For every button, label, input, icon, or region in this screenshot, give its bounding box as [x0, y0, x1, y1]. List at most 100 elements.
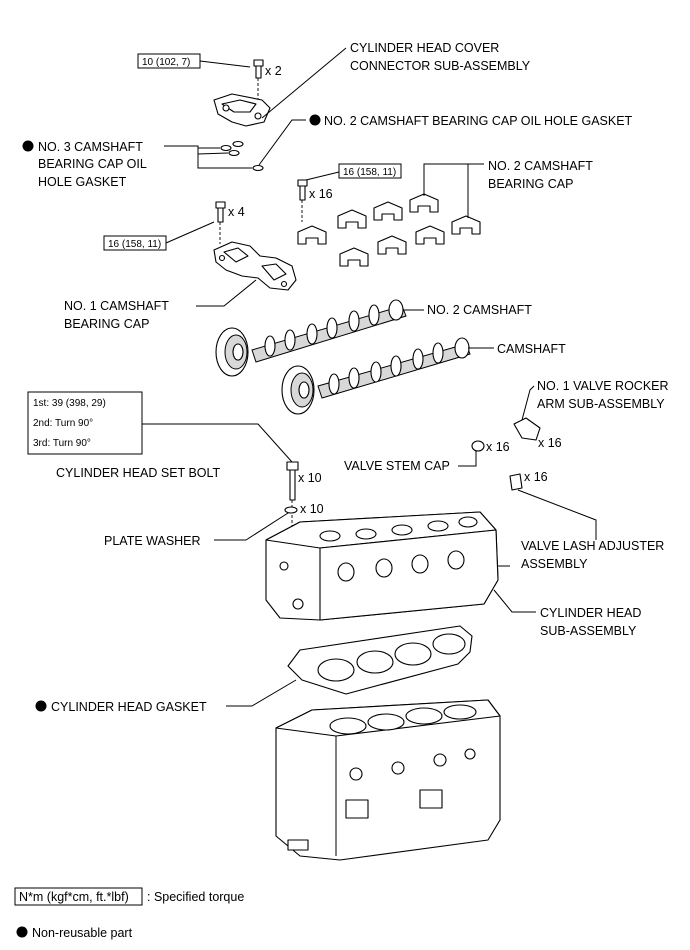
label-cylinder-head-2: SUB-ASSEMBLY [540, 624, 637, 638]
leader-lash-adjuster [517, 489, 597, 540]
torque-head-bolt-step3: 3rd: Turn 90° [33, 438, 91, 449]
cover-connector-bolt [253, 59, 264, 79]
label-no2-cap-2: BEARING CAP [488, 177, 573, 191]
leader-cover-connector [261, 47, 347, 119]
rocker-arm [513, 417, 541, 441]
legend-non-reusable-dot [16, 926, 28, 938]
label-lash-adjuster-2: ASSEMBLY [521, 557, 588, 571]
label-no1-cap-2: BEARING CAP [64, 317, 149, 331]
cylinder-head: CYLINDER HEAD SUB-ASSEMBLY [265, 511, 641, 638]
leader-no1-cap [196, 279, 257, 307]
legend-torque-text: : Specified torque [147, 890, 244, 904]
label-no2-camshaft: NO. 2 CAMSHAFT [427, 303, 532, 317]
torque-table-head-bolt [27, 391, 143, 455]
legend-non-reusable-text: Non-reusable part [32, 926, 133, 940]
torque-no1-cap: 16 (158, 11) [108, 239, 161, 250]
no2-bearing-caps-group: 16 (158, 11) x 16 NO. 2 CAMSHAFT BEARING… [297, 159, 593, 267]
non-reusable-dot-no2-gasket [309, 114, 321, 126]
leader-valve-stem-cap [458, 451, 477, 467]
qty-plate-washers: x 10 [300, 502, 324, 516]
no1-bearing-cap-part [213, 241, 297, 291]
leader-no3-gasket-a [164, 145, 252, 169]
non-reusable-dot-no3-gasket [22, 140, 34, 152]
legend: N*m (kgf*cm, ft.*lbf) : Specified torque… [14, 887, 244, 940]
label-no3-gasket-2: BEARING CAP OIL [38, 157, 147, 171]
cylinder-head-gasket: CYLINDER HEAD GASKET [35, 625, 473, 714]
leader-no2-gasket [258, 119, 306, 166]
label-rocker-arm-1: NO. 1 VALVE ROCKER [537, 379, 669, 393]
label-no3-gasket-1: NO. 3 CAMSHAFT [38, 140, 143, 154]
leader-cylinder-head [493, 589, 536, 613]
torque-head-bolt-step1: 1st: 39 (398, 29) [33, 398, 106, 409]
torque-box-camshaft-caps [338, 163, 402, 179]
label-no3-gasket-3: HOLE GASKET [38, 175, 127, 189]
qty-head-bolts: x 10 [298, 471, 322, 485]
label-cylinder-head-1: CYLINDER HEAD [540, 606, 641, 620]
no3-gasket-ring-1 [228, 149, 240, 157]
bearing-cap-4 [409, 193, 439, 213]
qty-camshaft-cap-bolts: x 16 [309, 187, 333, 201]
no3-gasket-ring-2 [220, 144, 232, 152]
legend-torque-box [14, 887, 143, 906]
head-set-bolt [286, 461, 299, 501]
camshaft-sprocket [281, 365, 315, 415]
valve-stem-cap-group: x 16 VALVE STEM CAP [344, 440, 510, 473]
leader-head-gasket [226, 679, 297, 707]
camshaft-cap-bolt [297, 179, 308, 201]
head-bolt-torque-group: 1st: 39 (398, 29) 2nd: Turn 90° 3rd: Tur… [27, 391, 322, 540]
plate-washer [284, 506, 298, 514]
label-plate-washer: PLATE WASHER [104, 534, 201, 548]
label-camshaft: CAMSHAFT [497, 342, 566, 356]
leader-torque-head-bolt [142, 423, 293, 463]
no2-camshaft: NO. 2 CAMSHAFT [215, 299, 532, 377]
leader-no3-gasket-b [197, 152, 229, 155]
label-cover-connector-2: CONNECTOR SUB-ASSEMBLY [350, 59, 531, 73]
bearing-cap-7 [415, 225, 445, 245]
torque-camshaft-caps: 16 (158, 11) [343, 167, 396, 178]
lash-adjuster-group: x 16 VALVE LASH ADJUSTER ASSEMBLY [509, 470, 664, 571]
no2-camshaft-sprocket [215, 327, 249, 377]
bearing-cap-3 [373, 201, 403, 221]
rocker-arm-group: x 16 NO. 1 VALVE ROCKER ARM SUB-ASSEMBLY [513, 379, 669, 450]
no1-bearing-cap-group: x 4 16 (158, 11) NO. 1 CAMSHAFT BEARING … [64, 201, 297, 331]
label-cover-connector-1: CYLINDER HEAD COVER [350, 41, 499, 55]
no3-gasket-ring-3 [232, 140, 244, 148]
label-rocker-arm-2: ARM SUB-ASSEMBLY [537, 397, 665, 411]
leader-torque-no1-cap [165, 221, 215, 244]
bearing-cap-1 [297, 225, 327, 245]
oil-hole-gaskets-group: NO. 2 CAMSHAFT BEARING CAP OIL HOLE GASK… [22, 114, 633, 189]
no2-gasket-ring [252, 164, 264, 172]
bearing-cap-2 [337, 209, 367, 229]
no1-cap-bolt [215, 201, 226, 223]
leader-rocker-arm [521, 385, 535, 421]
camshaft: CAMSHAFT [281, 337, 566, 415]
qty-rocker-arms: x 16 [538, 436, 562, 450]
non-reusable-dot-head-gasket [35, 700, 47, 712]
torque-cover-connector: 10 (102, 7) [142, 57, 190, 68]
label-valve-stem-cap: VALVE STEM CAP [344, 459, 450, 473]
qty-valve-stem-caps: x 16 [486, 440, 510, 454]
label-head-set-bolt: CYLINDER HEAD SET BOLT [56, 466, 221, 480]
cover-connector-part [213, 93, 271, 127]
qty-cover-connector-bolts: x 2 [265, 64, 282, 78]
label-head-gasket: CYLINDER HEAD GASKET [51, 700, 207, 714]
cover-connector-group: 10 (102, 7) x 2 CYLINDER HEAD COVER CONN… [137, 41, 531, 127]
leader-torque-caps [305, 171, 340, 181]
lash-adjuster [509, 473, 523, 491]
leader-plate-washer [214, 512, 289, 541]
label-lash-adjuster-1: VALVE LASH ADJUSTER [521, 539, 664, 553]
engine-block [275, 699, 501, 861]
leader-no2-cap-a [423, 163, 484, 196]
qty-no1-cap-bolts: x 4 [228, 205, 245, 219]
label-no2-gasket: NO. 2 CAMSHAFT BEARING CAP OIL HOLE GASK… [324, 114, 633, 128]
torque-head-bolt-step2: 2nd: Turn 90° [33, 418, 93, 429]
valve-stem-cap [471, 440, 485, 452]
label-no1-cap-1: NO. 1 CAMSHAFT [64, 299, 169, 313]
qty-lash-adjusters: x 16 [524, 470, 548, 484]
legend-torque-unit: N*m (kgf*cm, ft.*lbf) [19, 890, 129, 904]
bearing-cap-6 [377, 235, 407, 255]
bearing-cap-5 [339, 247, 369, 267]
bearing-cap-8 [451, 215, 481, 235]
label-no2-cap-1: NO. 2 CAMSHAFT [488, 159, 593, 173]
